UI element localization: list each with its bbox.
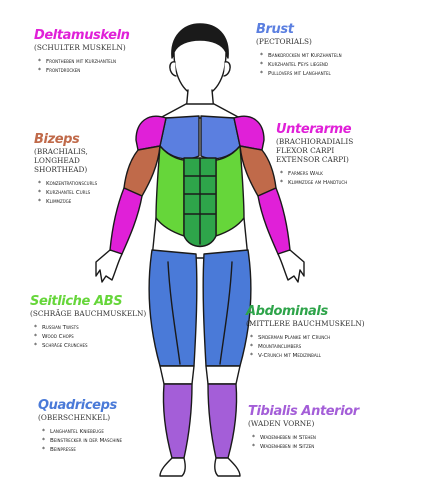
forearm-right	[257, 187, 291, 255]
tibialis-right	[207, 383, 238, 459]
deltoid-left	[135, 115, 167, 151]
section-subtitle: (Schulter Muskeln)	[34, 43, 126, 52]
foot-left	[159, 457, 187, 477]
section-title: Abdominals	[246, 304, 328, 319]
section-subtitle: Flexor Carpi	[276, 146, 335, 155]
list-item: Schräge Crunches	[34, 342, 146, 351]
list-item: Bankdrücken mit Kurzhanteln	[260, 52, 342, 61]
list-item: Kurzhantel Curls	[38, 189, 97, 198]
list-item: Beinstrecker in der Maschine	[42, 437, 122, 446]
section-tibialis-anterior: Tibialis Anterior (Waden vorne) Wadenheb…	[248, 404, 359, 452]
list-item: Mountainclimbers	[250, 343, 365, 352]
list-item: Klimmzüge am Handtuch	[280, 179, 353, 188]
list-item: Wadenheben im Sitzen	[252, 443, 359, 452]
list-item: Kurzhantel Feys liegend	[260, 61, 342, 70]
bicep-left	[123, 145, 161, 197]
exercise-list: Farmers Walk Klimmzüge am Handtuch	[276, 170, 353, 188]
section-subtitle: Shorthead)	[34, 165, 88, 174]
section-title: Unterarme	[276, 122, 352, 137]
exercise-list: Wadenheben im Stehen Wadenheben im Sitze…	[248, 434, 359, 452]
section-subtitle: (Schräge Bauchmuskeln)	[30, 309, 147, 318]
ear-left	[169, 61, 177, 77]
section-subtitle: Extensor Carpi)	[276, 155, 349, 164]
section-subtitle: (Brachioradialis	[276, 137, 354, 146]
section-title: Bizeps	[34, 132, 80, 147]
section-bizeps: Bizeps (Brachialis, Longhead Shorthead) …	[34, 132, 97, 206]
section-abdominals: Abdominals (Mittlere Bauchmuskeln) Spide…	[246, 304, 365, 360]
exercise-list: Langhantel Kniebeuge Beinstrecker in der…	[38, 428, 122, 454]
list-item: Spiderman Planke mit Crunch	[250, 334, 365, 343]
section-brust: Brust (Pectorials) Bankdrücken mit Kurzh…	[256, 22, 342, 78]
section-quadriceps: Quadriceps (Oberschenkel) Langhantel Kni…	[38, 398, 122, 454]
head	[173, 39, 227, 97]
exercise-list: Bankdrücken mit Kurzhanteln Kurzhantel F…	[256, 52, 342, 78]
section-seitliche-abs: Seitliche ABS (Schräge Bauchmuskeln) Rus…	[30, 294, 146, 350]
exercise-list: Spiderman Planke mit Crunch Mountainclim…	[246, 334, 365, 360]
forearm-left	[109, 187, 143, 255]
list-item: Farmers Walk	[280, 170, 353, 179]
section-deltamuskeln: Deltamuskeln (Schulter Muskeln) Frontheb…	[34, 28, 130, 76]
section-title: Seitliche ABS	[30, 294, 123, 309]
exercise-list: Frontheben mit Kurzhanteln Frontdrücken	[34, 58, 130, 76]
bicep-right	[239, 145, 277, 197]
knee-right	[205, 365, 241, 385]
list-item: Wood Chops	[34, 333, 146, 342]
section-title: Tibialis Anterior	[248, 404, 359, 419]
list-item: Beinpresse	[42, 446, 122, 455]
section-subtitle: Longhead	[34, 156, 80, 165]
hand-left	[95, 249, 123, 283]
section-title: Brust	[256, 22, 294, 37]
pelvis	[151, 217, 249, 259]
list-item: Pullovers mit Langhantel	[260, 70, 342, 79]
section-subtitle: (Mittlere Bauchmuskeln)	[246, 319, 365, 328]
section-unterarme: Unterarme (Brachioradialis Flexor Carpi …	[276, 122, 353, 188]
tibialis-left	[162, 383, 193, 459]
list-item: Russian Twists	[34, 324, 146, 333]
knee-left	[159, 365, 195, 385]
section-title: Quadriceps	[38, 398, 117, 413]
section-subtitle: (Oberschenkel)	[38, 413, 111, 422]
section-subtitle: (Brachialis,	[34, 147, 88, 156]
exercise-list: Konzentrationscurls Kurzhantel Curls Kli…	[34, 180, 97, 206]
list-item: Konzentrationscurls	[38, 180, 97, 189]
section-subtitle: (Pectorials)	[256, 37, 312, 46]
list-item: V-Crunch mit Medizinball	[250, 352, 365, 361]
list-item: Klimmzüge	[38, 198, 97, 207]
hand-right	[277, 249, 305, 283]
section-subtitle: (Waden vorne)	[248, 419, 315, 428]
list-item: Langhantel Kniebeuge	[42, 428, 122, 437]
section-title: Deltamuskeln	[34, 28, 130, 43]
foot-right	[213, 457, 241, 477]
trapezius	[159, 103, 241, 119]
list-item: Frontdrücken	[38, 67, 130, 76]
exercise-list: Russian Twists Wood Chops Schräge Crunch…	[30, 324, 146, 350]
deltoid-right	[233, 115, 265, 151]
list-item: Frontheben mit Kurzhanteln	[38, 58, 130, 67]
list-item: Wadenheben im Stehen	[252, 434, 359, 443]
ear-right	[223, 61, 231, 77]
